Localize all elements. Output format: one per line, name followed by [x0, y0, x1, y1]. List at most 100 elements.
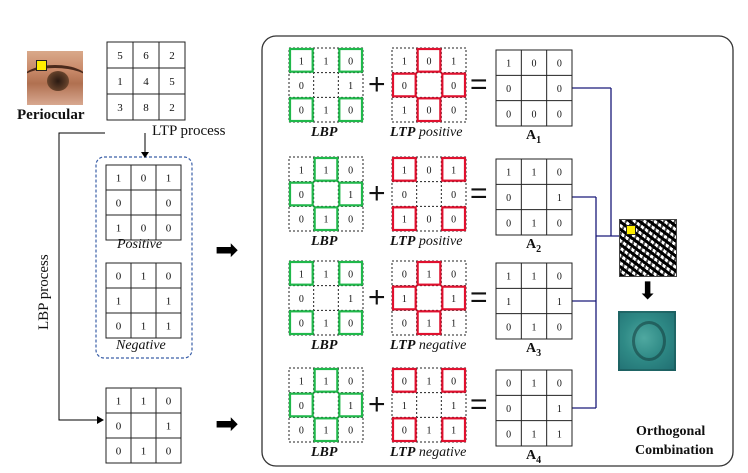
grid-cell-value: 0 — [402, 319, 407, 330]
equals-sign: = — [470, 177, 488, 210]
negative-label: Negative — [116, 338, 166, 353]
highlighted-cell — [338, 260, 364, 286]
ltp-process-label: LTP process — [152, 123, 226, 139]
iris-shape — [47, 71, 69, 91]
result-subscript: 3 — [536, 347, 542, 359]
highlighted-cell — [441, 206, 467, 232]
grid-cell-value: 0 — [427, 165, 432, 176]
grid-cell-value: 0 — [451, 106, 456, 117]
equals-sign: = — [470, 68, 488, 101]
grid-cell-value: 1 — [506, 272, 511, 283]
grid-cell-value: 1 — [506, 59, 511, 70]
grid-cell-value: 1 — [451, 319, 456, 330]
grid-cell-value: 1 — [451, 294, 456, 305]
lbp-row-label: LBP — [311, 234, 338, 249]
grid-cell-value: 1 — [348, 81, 353, 92]
grid-cell-value: 1 — [141, 321, 147, 333]
grid-cell-value: 0 — [557, 272, 562, 283]
grid-frame — [495, 262, 573, 340]
grid-cell-value: 1 — [427, 269, 432, 280]
grid-cell-value: 4 — [143, 76, 149, 88]
grid-cell-value: 0 — [557, 84, 562, 95]
grid-cell-value: 1 — [532, 429, 537, 440]
grid-cell-value: 1 — [116, 173, 122, 185]
highlighted-cell — [313, 367, 339, 393]
grid-frame — [288, 260, 364, 336]
highlighted-cell — [288, 392, 314, 418]
grid-cell-value: 0 — [348, 319, 353, 330]
grid-cell-value: 1 — [116, 396, 122, 408]
grid-cell-value: 0 — [557, 322, 562, 333]
highlighted-cell — [441, 417, 467, 443]
grid-cell-value: 1 — [299, 376, 304, 387]
grid-frame — [105, 387, 182, 464]
grid-cell-value: 0 — [299, 401, 304, 412]
arrow-right-top-icon: ➡ — [215, 233, 239, 266]
ltp-label-head: LTP — [390, 445, 416, 460]
grid-cell-value: 1 — [324, 319, 329, 330]
highlighted-cell — [338, 392, 364, 418]
grid-frame — [391, 156, 467, 232]
grid-cell-value: 1 — [427, 376, 432, 387]
positive-label: Positive — [117, 237, 163, 252]
highlighted-cell — [416, 260, 442, 286]
ltp-row-label: LTP positive — [390, 234, 462, 250]
grid-cell-value: 0 — [557, 59, 562, 70]
patch-marker — [36, 60, 47, 71]
grid-cell-value: 1 — [532, 379, 537, 390]
grid-cell-value: 1 — [506, 297, 511, 308]
grid-cell-value: 0 — [557, 218, 562, 229]
grid-cell-value: 1 — [324, 426, 329, 437]
grid-cell-value: 1 — [557, 429, 562, 440]
highlighted-cell — [338, 97, 364, 123]
grid-cell-value: 0 — [557, 379, 562, 390]
highlighted-cell — [391, 285, 417, 311]
grid-frame — [495, 369, 573, 447]
ltp-label-tail: negative — [415, 338, 467, 353]
plus-sign: + — [368, 68, 386, 101]
grid-cell-value: 1 — [141, 396, 147, 408]
lbp-row-label: LBP — [311, 125, 338, 140]
grid-frame — [105, 262, 182, 339]
grid-cell-value: 1 — [141, 271, 147, 283]
grid-cell-value: 0 — [506, 109, 511, 120]
grid-cell-value: 0 — [557, 109, 562, 120]
grid-cell-value: 0 — [166, 198, 172, 210]
arrow-down-icon: ➡ — [634, 279, 663, 301]
grid-cell-value: 1 — [532, 322, 537, 333]
grid-cell-value: 1 — [299, 269, 304, 280]
grid-cell-value: 0 — [506, 429, 511, 440]
grid-cell-value: 0 — [402, 376, 407, 387]
grid-cell-value: 0 — [427, 215, 432, 226]
result-subscript: 2 — [536, 243, 542, 255]
highlighted-cell — [391, 206, 417, 232]
result-letter: A — [526, 237, 537, 252]
grid-cell-value: 1 — [557, 297, 562, 308]
grid-frame — [391, 47, 467, 123]
grid-cell-value: 0 — [166, 396, 172, 408]
eyelid-shape — [27, 65, 83, 96]
connector-lines — [572, 87, 620, 409]
highlighted-cell — [338, 47, 364, 73]
grid-cell-value: 1 — [402, 294, 407, 305]
lbp-row-label: LBP — [311, 338, 338, 353]
grid-cell-value: 5 — [117, 50, 123, 62]
periocular-label: Periocular — [17, 107, 85, 123]
grid-cell-value: 0 — [348, 56, 353, 67]
ltp-label-tail: positive — [415, 125, 463, 140]
grid-cell-value: 0 — [141, 173, 147, 185]
grid-cell-value: 0 — [348, 269, 353, 280]
ltp-label-head: LTP — [390, 338, 416, 353]
grid-cell-value: 1 — [532, 218, 537, 229]
equals-sign: = — [470, 281, 488, 314]
ltp-output-dashed-box — [95, 156, 193, 359]
grid-cell-value: 1 — [324, 215, 329, 226]
grid-cell-value: 1 — [116, 296, 122, 308]
